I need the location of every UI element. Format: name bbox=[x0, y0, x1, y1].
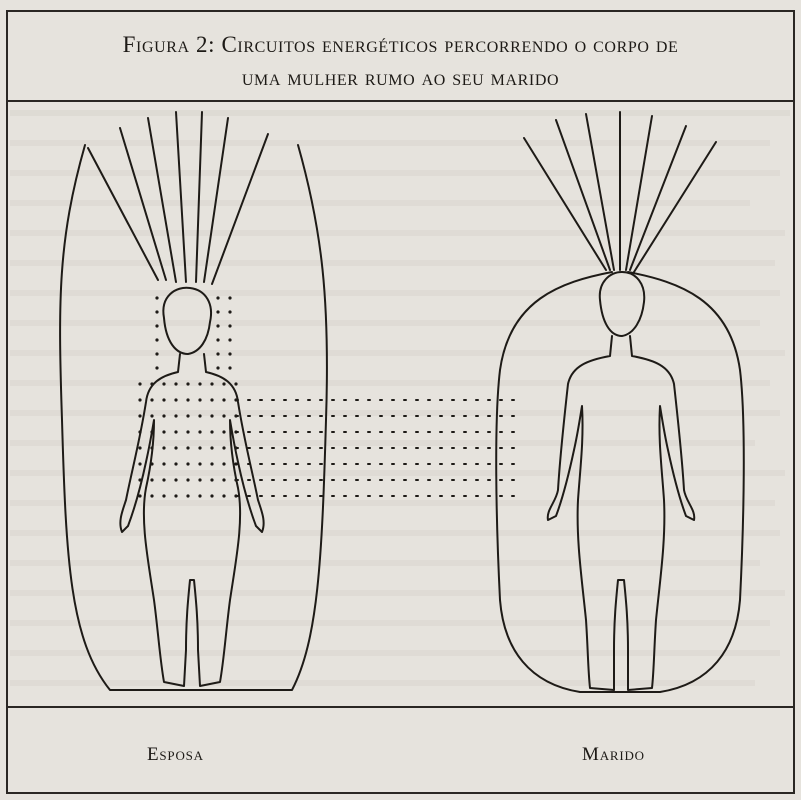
figure-frame bbox=[6, 10, 795, 794]
